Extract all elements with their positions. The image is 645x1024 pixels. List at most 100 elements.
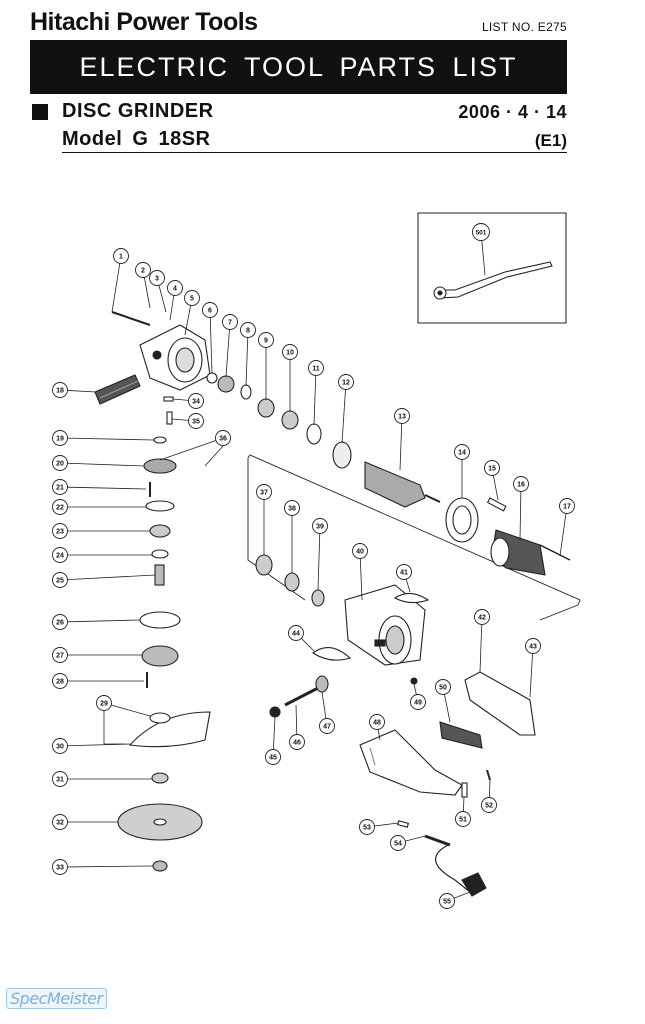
- bolt-drawing: [111, 311, 151, 326]
- leader-line-49: [413, 683, 417, 695]
- leader-line-4: [169, 295, 175, 321]
- callout-number: 40: [356, 549, 364, 556]
- callout-circle: [52, 455, 68, 471]
- guide-line-right: [539, 604, 579, 621]
- callout-circle: [52, 814, 68, 830]
- leader-line-53: [374, 822, 399, 827]
- callout-circle: [52, 771, 68, 787]
- callout-circle: [52, 479, 68, 495]
- callout-51: 51: [455, 811, 471, 827]
- callout-38: 38: [284, 500, 300, 516]
- callout-53: 53: [359, 819, 375, 835]
- callout-501: 501: [472, 223, 490, 241]
- callout-23: 23: [52, 523, 68, 539]
- leader-line-17: [559, 513, 567, 557]
- leader-line-51: [462, 796, 465, 812]
- callout-circle: [52, 430, 68, 446]
- callout-17: 17: [559, 498, 575, 514]
- part-31-drawing: [151, 772, 169, 784]
- callout-45: 45: [265, 749, 281, 765]
- callout-46: 46: [289, 734, 305, 750]
- callout-circle: [52, 523, 68, 539]
- part-49-drawing: [410, 677, 418, 685]
- callout-41: 41: [396, 564, 412, 580]
- spindle-25-drawing: [154, 564, 165, 586]
- callout-circle: [455, 811, 471, 827]
- callout-number: 33: [56, 865, 64, 872]
- callout-number: 53: [363, 825, 371, 832]
- callout-number: 29: [100, 701, 108, 708]
- part-34-drawing: [163, 396, 174, 402]
- callout-number: 14: [458, 450, 466, 457]
- watermark-logo: SpecMeister: [6, 988, 107, 1009]
- part-44-drawing: [312, 647, 352, 661]
- wheel-guard-drawing: [128, 711, 211, 748]
- callout-circle: [481, 797, 497, 813]
- callout-22: 22: [52, 499, 68, 515]
- callout-number: 27: [56, 653, 64, 660]
- callout-number: 23: [56, 529, 64, 536]
- part-7-gear-drawing: [217, 375, 235, 393]
- callout-circle: [352, 543, 368, 559]
- callout-number: 54: [394, 841, 402, 848]
- callout-circle: [222, 314, 238, 330]
- gear-cover-27-drawing: [141, 645, 179, 667]
- callout-circle: [265, 749, 281, 765]
- leader-line-44: [301, 638, 316, 653]
- callout-2: 2: [135, 262, 151, 278]
- part-38-drawing: [284, 572, 300, 592]
- bracket-line: [204, 445, 224, 467]
- callout-number: 10: [286, 350, 294, 357]
- armature-drawing: [364, 461, 441, 508]
- wrench-inset-box: [417, 212, 567, 324]
- callout-30: 30: [52, 738, 68, 754]
- leader-line-26: [67, 619, 141, 623]
- leader-line-34: [172, 398, 189, 401]
- callout-number: 46: [293, 740, 301, 747]
- callout-34: 34: [188, 393, 204, 409]
- callout-number: 38: [288, 506, 296, 513]
- callout-circle: [52, 859, 68, 875]
- part-54-drawing: [424, 834, 451, 847]
- leader-line-35: [171, 418, 189, 421]
- side-handle-drawing: [94, 374, 141, 405]
- leader-line-41: [405, 579, 411, 593]
- callout-circle: [319, 718, 335, 734]
- callout-number: 34: [192, 399, 200, 406]
- callout-6: 6: [202, 302, 218, 318]
- callout-44: 44: [288, 625, 304, 641]
- leader-line-29: [111, 704, 151, 717]
- part-45-drawing: [269, 706, 281, 718]
- callout-32: 32: [52, 814, 68, 830]
- part-37-drawing: [255, 554, 273, 576]
- callout-47: 47: [319, 718, 335, 734]
- callout-circle: [52, 647, 68, 663]
- callout-circle: [52, 614, 68, 630]
- bearing-23-drawing: [149, 524, 171, 538]
- part-19-drawing: [153, 436, 167, 444]
- callout-number: 13: [398, 414, 406, 421]
- callout-number: 48: [373, 720, 381, 727]
- leader-line-1: [111, 263, 121, 313]
- callout-number: 20: [56, 461, 64, 468]
- product-name: DISC GRINDER: [62, 100, 214, 122]
- leader-line-50: [444, 694, 451, 723]
- callout-number: 15: [488, 466, 496, 473]
- callout-14: 14: [454, 444, 470, 460]
- callout-circle: [184, 290, 200, 306]
- callout-20: 20: [52, 455, 68, 471]
- callout-circle: [202, 302, 218, 318]
- callout-number: 5: [190, 296, 194, 303]
- callout-number: 50: [439, 685, 447, 692]
- callout-15: 15: [484, 460, 500, 476]
- leader-line-16: [519, 491, 522, 541]
- gear-20-drawing: [143, 458, 177, 474]
- brand-title: Hitachi Power Tools: [30, 8, 258, 36]
- callout-33: 33: [52, 859, 68, 875]
- switch-drawing: [439, 721, 483, 749]
- callout-number: 501: [476, 230, 487, 237]
- callout-26: 26: [52, 614, 68, 630]
- callout-circle: [52, 499, 68, 515]
- leader-line-33: [67, 865, 154, 868]
- callout-number: 3: [155, 276, 159, 283]
